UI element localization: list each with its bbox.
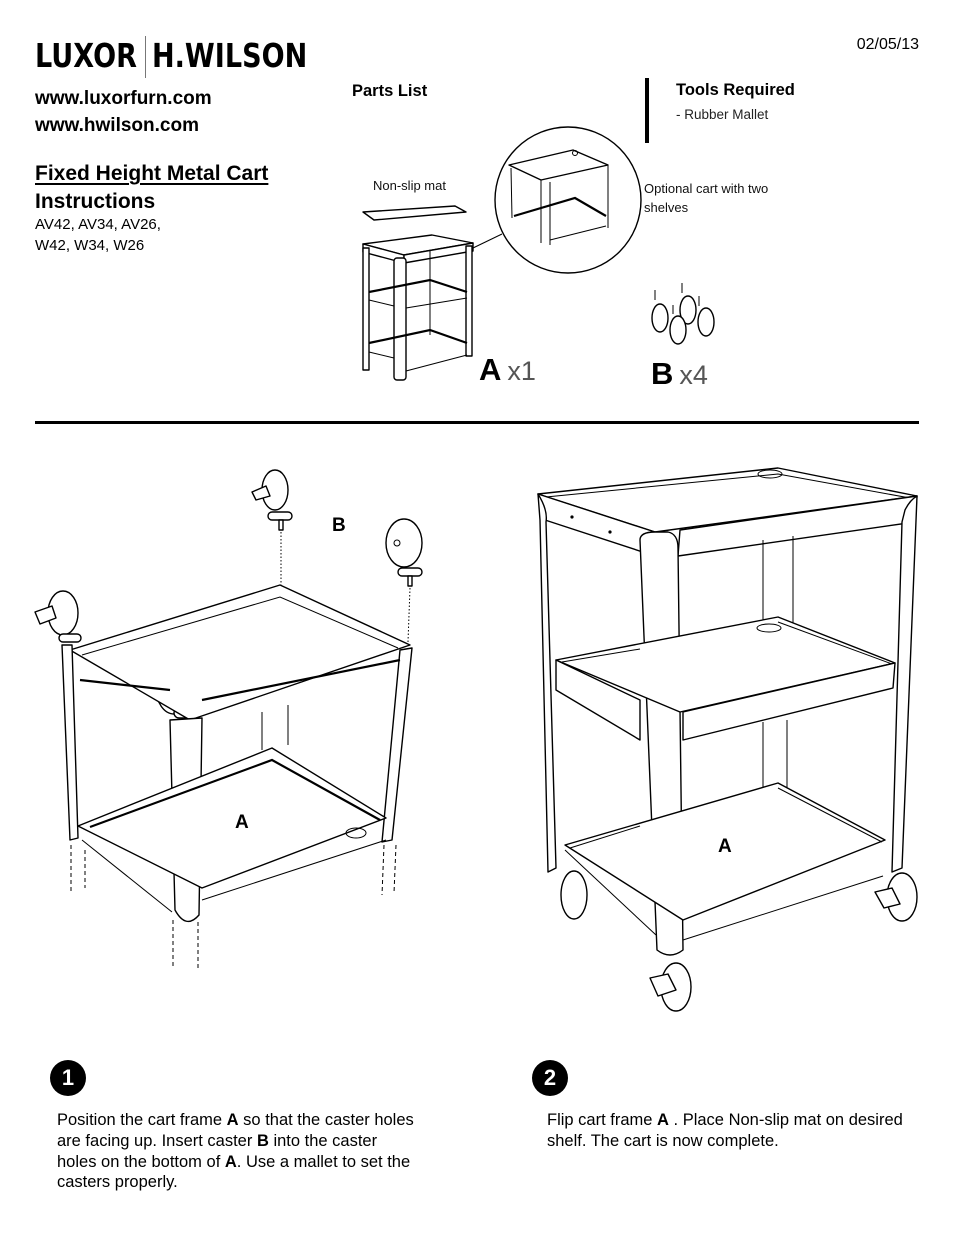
step1-seg: into the caster holes on the bottom of <box>57 1131 378 1171</box>
caster-top <box>251 469 293 585</box>
step1-frame-label: A <box>235 812 249 833</box>
tools-required-title: Tools Required <box>676 81 795 99</box>
website-luxor[interactable]: www.luxorfurn.com <box>35 88 212 109</box>
nonslip-mat-illustration <box>362 205 467 221</box>
step-1-text: Position the cart frame A so that the ca… <box>57 1110 417 1193</box>
step1-seg: so that the caster holes are facing up. … <box>57 1111 414 1150</box>
step2-seg: Flip cart frame <box>547 1111 658 1129</box>
website-hwilson[interactable]: www.hwilson.com <box>35 115 199 136</box>
model-numbers: AV42, AV34, AV26, W42, W34, W26 <box>35 214 161 256</box>
step2-frame-label: A <box>718 836 732 857</box>
tool-item: - Rubber Mallet <box>676 107 769 122</box>
brand-hwilson: H.WILSON <box>152 36 308 75</box>
cart-frame-a-illustration <box>362 126 642 381</box>
optional-cart-label: Optional cart with two shelves <box>644 181 769 215</box>
casters-b-illustration <box>651 283 715 345</box>
parts-list-title: Parts List <box>352 82 428 100</box>
document-date: 02/05/13 <box>856 36 919 53</box>
step-2-text: Flip cart frame A . Place Non-slip mat o… <box>547 1110 907 1152</box>
step-1-badge: 1 <box>50 1060 86 1096</box>
step1-caster-label: B <box>332 515 346 536</box>
step1-part-ref: A <box>224 1152 237 1171</box>
step1-part-ref: B <box>256 1131 269 1150</box>
step-2-badge: 2 <box>532 1060 568 1096</box>
part-b-qty: x4 <box>679 360 708 390</box>
nonslip-mat-label: Non-slip mat <box>373 178 446 193</box>
title-line-1: Fixed Height Metal Cart <box>35 162 269 185</box>
step2-part-ref: A <box>657 1111 669 1129</box>
step1-part-ref: A <box>226 1111 239 1129</box>
document-title: Fixed Height Metal Cart Instructions <box>35 160 268 216</box>
brand-logo: LUXOR H.WILSON <box>35 34 308 78</box>
part-a-qty: x1 <box>507 356 536 386</box>
tools-divider <box>645 78 649 143</box>
step2-illustration <box>537 467 918 1012</box>
step2-seg: . Place Non-slip mat on desired shelf. T… <box>547 1111 903 1150</box>
part-b-id: B <box>651 356 674 391</box>
step1-illustration <box>34 469 423 968</box>
brand-luxor: LUXOR <box>35 36 138 75</box>
brand-divider <box>145 36 146 78</box>
step1-seg: . Use a mallet to set the casters proper… <box>57 1152 411 1192</box>
step1-seg: Position the cart frame <box>57 1111 227 1129</box>
models-line-2: W42, W34, W26 <box>35 237 145 254</box>
models-line-1: AV42, AV34, AV26, <box>35 216 161 233</box>
section-divider <box>35 421 919 424</box>
part-a-id: A <box>479 352 502 387</box>
title-line-2: Instructions <box>35 190 156 213</box>
